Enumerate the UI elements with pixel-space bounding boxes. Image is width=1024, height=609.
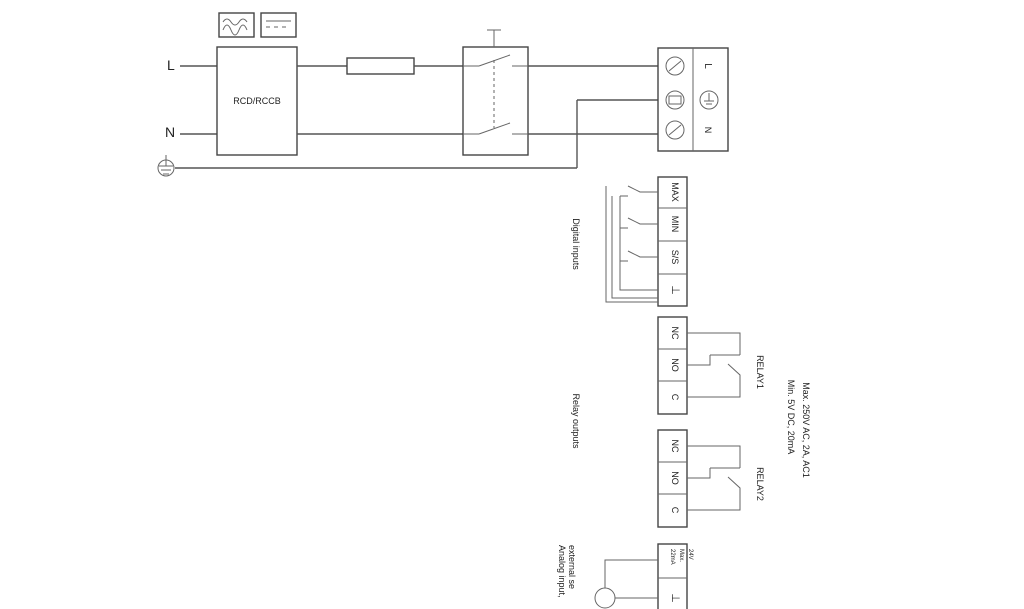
relay1-contact: [687, 332, 741, 398]
analog-terminal-22ma: 22mA: [669, 549, 675, 565]
relay2-block: NC NO C: [657, 429, 688, 528]
fuse: [346, 57, 415, 75]
protective-earth-icon: [699, 90, 719, 110]
digital-inputs-label: Digital inputs: [571, 218, 581, 270]
digital-input-ground: ⊥: [669, 285, 681, 295]
relay2-contact: [687, 445, 741, 511]
relay2-nc: NC: [670, 440, 680, 453]
earth-icon: [157, 155, 175, 177]
analog-terminal-ground: ⊥: [669, 593, 681, 603]
analog-input-block: 24V Max. 22mA ⊥: [657, 543, 693, 609]
rcd-label: RCD/RCCB: [233, 96, 281, 106]
relay-rating-min: Min. 5V DC, 20mA: [786, 380, 796, 455]
analog-input-label-1: Analog input,: [557, 545, 567, 598]
digital-input-min: MIN: [670, 216, 680, 233]
terminal-l-label: L: [702, 63, 713, 69]
analog-terminal-24v: 24V: [687, 549, 693, 560]
analog-sensor-icon: [594, 559, 658, 609]
terminal-n-label: N: [703, 127, 713, 134]
analog-input-label-2: external se: [567, 545, 577, 589]
digital-input-contacts: [605, 185, 658, 303]
relay1-nc: NC: [670, 327, 680, 340]
analog-terminal-max: Max.: [678, 549, 684, 562]
terminal-screw-l-icon: [665, 56, 685, 76]
isolator-switch: [462, 46, 529, 156]
relay-outputs-label: Relay outputs: [571, 393, 581, 449]
relay1-label: RELAY1: [755, 355, 765, 389]
rcd-box: [216, 46, 298, 156]
relay-rating-max: Max. 250V AC, 2A, AC1: [801, 382, 811, 478]
relay1-c: C: [670, 394, 680, 401]
relay1-no: NO: [670, 358, 680, 372]
terminal-screw-n-icon: [665, 120, 685, 140]
ac-dc-sensitivity-icon: [218, 12, 255, 38]
digital-input-max: MAX: [670, 182, 680, 202]
terminal-screw-earth-icon: [665, 90, 685, 110]
dc-sensitivity-icon: [260, 12, 297, 38]
digital-input-start-stop: S/S: [670, 250, 680, 265]
relay1-block: NC NO C: [657, 316, 688, 415]
line-label: L: [167, 57, 175, 73]
neutral-label: N: [165, 124, 175, 140]
digital-inputs-block: MAX MIN S/S ⊥: [657, 176, 688, 307]
relay2-c: C: [670, 507, 680, 514]
relay2-no: NO: [670, 471, 680, 485]
relay2-label: RELAY2: [755, 467, 765, 501]
